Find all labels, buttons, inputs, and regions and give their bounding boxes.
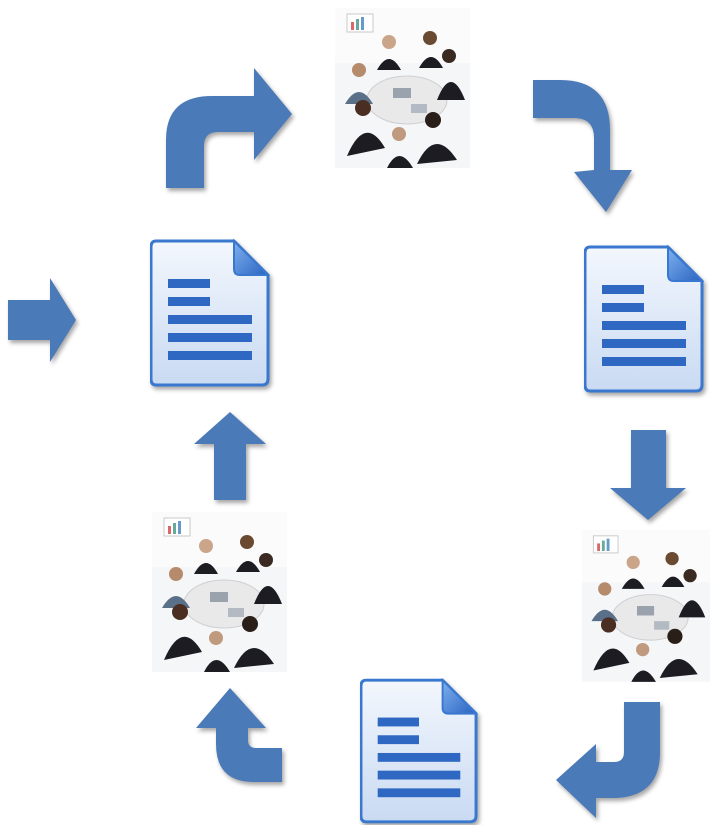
meeting-photo-right xyxy=(582,529,710,683)
curved-arrow-to-top-meeting xyxy=(166,68,292,188)
document-icon-right xyxy=(584,245,704,393)
up-arrow-to-left-document xyxy=(194,412,266,500)
document-icon-left xyxy=(150,239,270,387)
down-arrow-to-right-meeting xyxy=(610,430,686,520)
curved-arrow-to-left-meeting xyxy=(196,688,282,820)
meeting-photo-left xyxy=(152,512,287,672)
curved-arrow-to-bottom-document xyxy=(556,702,660,818)
meeting-photo-top xyxy=(335,8,470,168)
document-icon-bottom xyxy=(360,678,478,824)
curved-arrow-to-right-document xyxy=(533,80,632,212)
input-arrow xyxy=(8,278,76,362)
